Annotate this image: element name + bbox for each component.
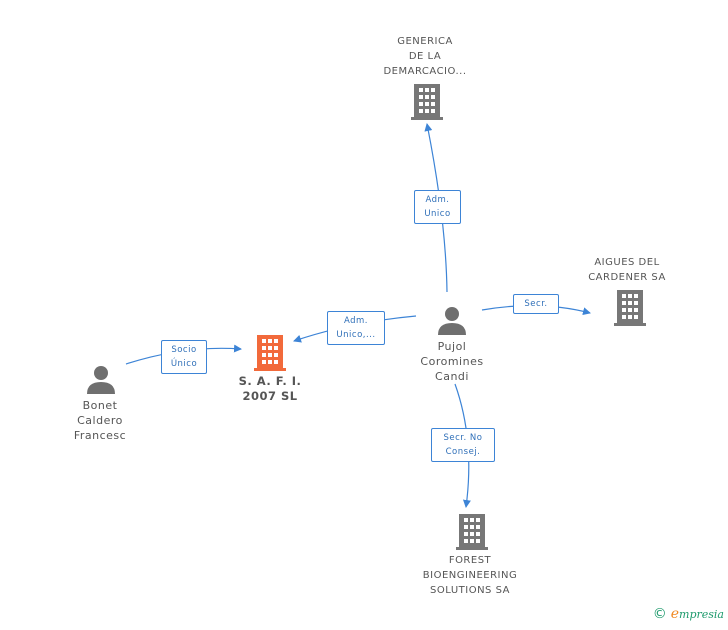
relation-label-secr[interactable]: Secr. (513, 294, 559, 314)
node-label-generica[interactable]: GENERICA DE LA DEMARCACIO... (370, 34, 480, 79)
node-label-line: Bonet (82, 399, 118, 412)
brand-logo: ©empresia (653, 606, 724, 622)
relation-label-line: Consej. (445, 447, 481, 457)
relation-label-secr-no-consej[interactable]: Secr. No Consej. (431, 428, 495, 462)
brand-logo-initial: e (670, 606, 680, 622)
node-label-line: Candi (435, 370, 469, 383)
node-label-line: 2007 SL (242, 389, 298, 403)
node-label-line: CARDENER SA (588, 272, 666, 283)
relation-label-adm-unico[interactable]: Adm. Unico (414, 190, 461, 224)
node-label-pujol[interactable]: Pujol Coromines Candi (397, 339, 507, 384)
node-label-line: DE LA (408, 51, 442, 62)
node-label-line: Francesc (73, 429, 127, 442)
node-label-line: GENERICA (397, 36, 453, 47)
relation-label-line: Unico (424, 209, 451, 219)
node-label-line: BIOENGINEERING (422, 570, 518, 581)
node-label-line: Caldero (77, 414, 123, 427)
node-label-line: Pujol (437, 340, 467, 353)
building-icon[interactable] (254, 335, 286, 371)
node-label-forest[interactable]: FOREST BIOENGINEERING SOLUTIONS SA (405, 553, 535, 598)
node-label-line: AIGUES DEL (594, 257, 660, 268)
node-label-line: DEMARCACIO... (383, 66, 467, 77)
relation-label-socio-unico[interactable]: Socio Único (161, 340, 207, 374)
copyright-symbol: © (652, 606, 667, 622)
relation-label-line: Secr. (524, 299, 548, 309)
relation-label-adm-unico-2[interactable]: Adm. Unico,... (327, 311, 385, 345)
node-label-line: SOLUTIONS SA (430, 585, 510, 596)
node-label-safi[interactable]: S. A. F. I. 2007 SL (215, 374, 325, 404)
relation-label-line: Unico,... (336, 330, 376, 340)
node-label-bonet[interactable]: Bonet Caldero Francesc (45, 398, 155, 443)
node-label-line: Coromines (420, 355, 484, 368)
node-label-line: S. A. F. I. (238, 374, 302, 388)
node-label-line: FOREST (448, 555, 492, 566)
relation-label-line: Socio (171, 345, 197, 355)
building-icon[interactable] (411, 84, 443, 120)
brand-logo-text: mpresia (679, 608, 724, 621)
person-icon[interactable] (437, 305, 467, 335)
relation-label-line: Secr. No (443, 433, 483, 443)
building-icon[interactable] (614, 290, 646, 326)
relation-label-line: Adm. (343, 316, 369, 326)
building-icon[interactable] (456, 514, 488, 550)
relation-label-line: Adm. (425, 195, 450, 205)
node-label-aigues[interactable]: AIGUES DEL CARDENER SA (572, 255, 682, 285)
relation-label-line: Único (170, 359, 198, 369)
person-icon[interactable] (86, 364, 116, 394)
